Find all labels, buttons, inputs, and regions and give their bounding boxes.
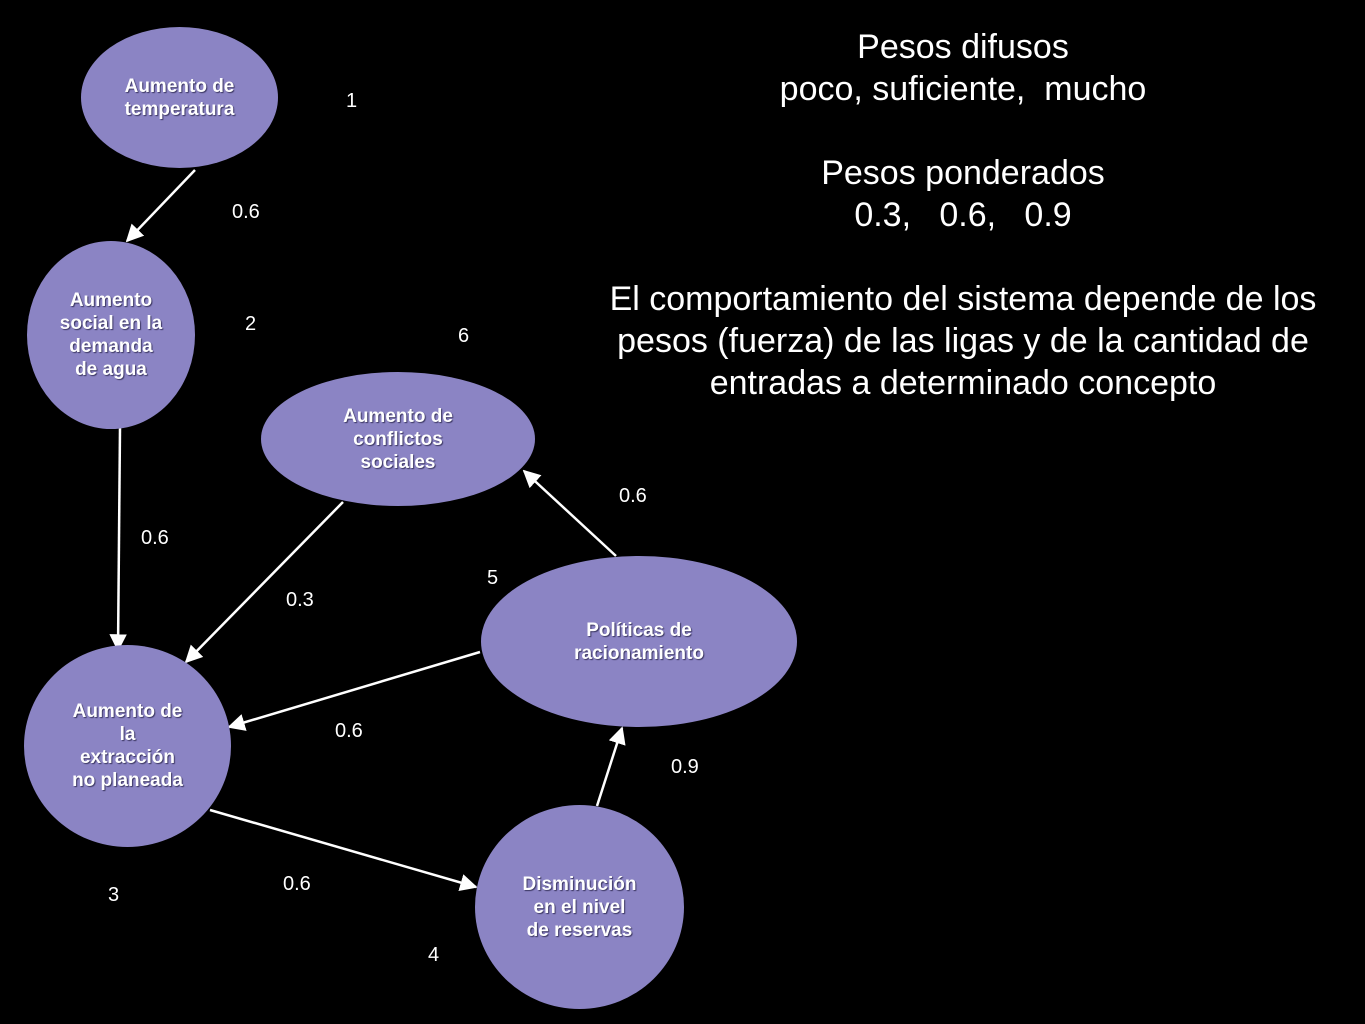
edge-1-to-2	[125, 169, 196, 243]
weighted-weights-title: Pesos ponderados	[821, 154, 1105, 192]
edge-weight-1-2: 0.6	[232, 201, 260, 223]
edge-4-to-5	[595, 726, 626, 807]
edge-2-to-3	[109, 427, 127, 652]
node-disminucion-reservas[interactable]: Disminución en el nivel de reservas	[475, 805, 684, 1009]
notes-panel: Pesos difusos poco, suficiente, mucho Pe…	[598, 26, 1328, 404]
edge-6-to-3	[184, 501, 344, 664]
node-politicas-racionamiento[interactable]: Políticas de racionamiento	[481, 556, 797, 727]
node-number-6: 6	[458, 325, 470, 347]
node-label: Aumento de temperatura	[124, 75, 235, 120]
node-number-5: 5	[487, 567, 499, 589]
node-number-2: 2	[245, 313, 257, 335]
node-label: Aumento de la extracción no planeada	[72, 701, 183, 791]
system-behavior-explanation: El comportamiento del sistema depende de…	[609, 280, 1317, 402]
node-number-4: 4	[428, 944, 440, 966]
node-label: Disminución en el nivel de reservas	[522, 873, 637, 941]
fuzzy-weights-values: poco, suficiente, mucho	[779, 70, 1147, 108]
edge-5-to-6	[522, 469, 617, 557]
edge-weight-6-3: 0.3	[286, 589, 314, 611]
edge-weight-5-3: 0.6	[335, 720, 363, 742]
node-number-3: 3	[108, 884, 120, 906]
node-aumento-conflictos[interactable]: Aumento de conflictos sociales	[261, 372, 535, 506]
node-number-1: 1	[346, 90, 358, 112]
weighted-weights-values: 0.3, 0.6, 0.9	[854, 196, 1072, 234]
node-label: Aumento de conflictos sociales	[343, 405, 453, 473]
node-label: Políticas de racionamiento	[574, 619, 704, 664]
edge-weight-4-5: 0.9	[671, 756, 699, 778]
fuzzy-weights-title: Pesos difusos	[857, 28, 1069, 66]
edge-3-to-4	[209, 808, 478, 892]
node-aumento-temperatura[interactable]: Aumento de temperatura	[81, 27, 278, 168]
edge-weight-3-4: 0.6	[283, 873, 311, 895]
node-aumento-extraccion[interactable]: Aumento de la extracción no planeada	[24, 645, 231, 847]
node-aumento-demanda-agua[interactable]: Aumento social en la demanda de agua	[27, 241, 195, 429]
edge-weight-5-6: 0.6	[619, 485, 647, 507]
edge-5-to-3	[227, 650, 481, 731]
node-label: Aumento social en la demanda de agua	[59, 290, 163, 380]
edge-weight-2-3: 0.6	[141, 527, 169, 549]
